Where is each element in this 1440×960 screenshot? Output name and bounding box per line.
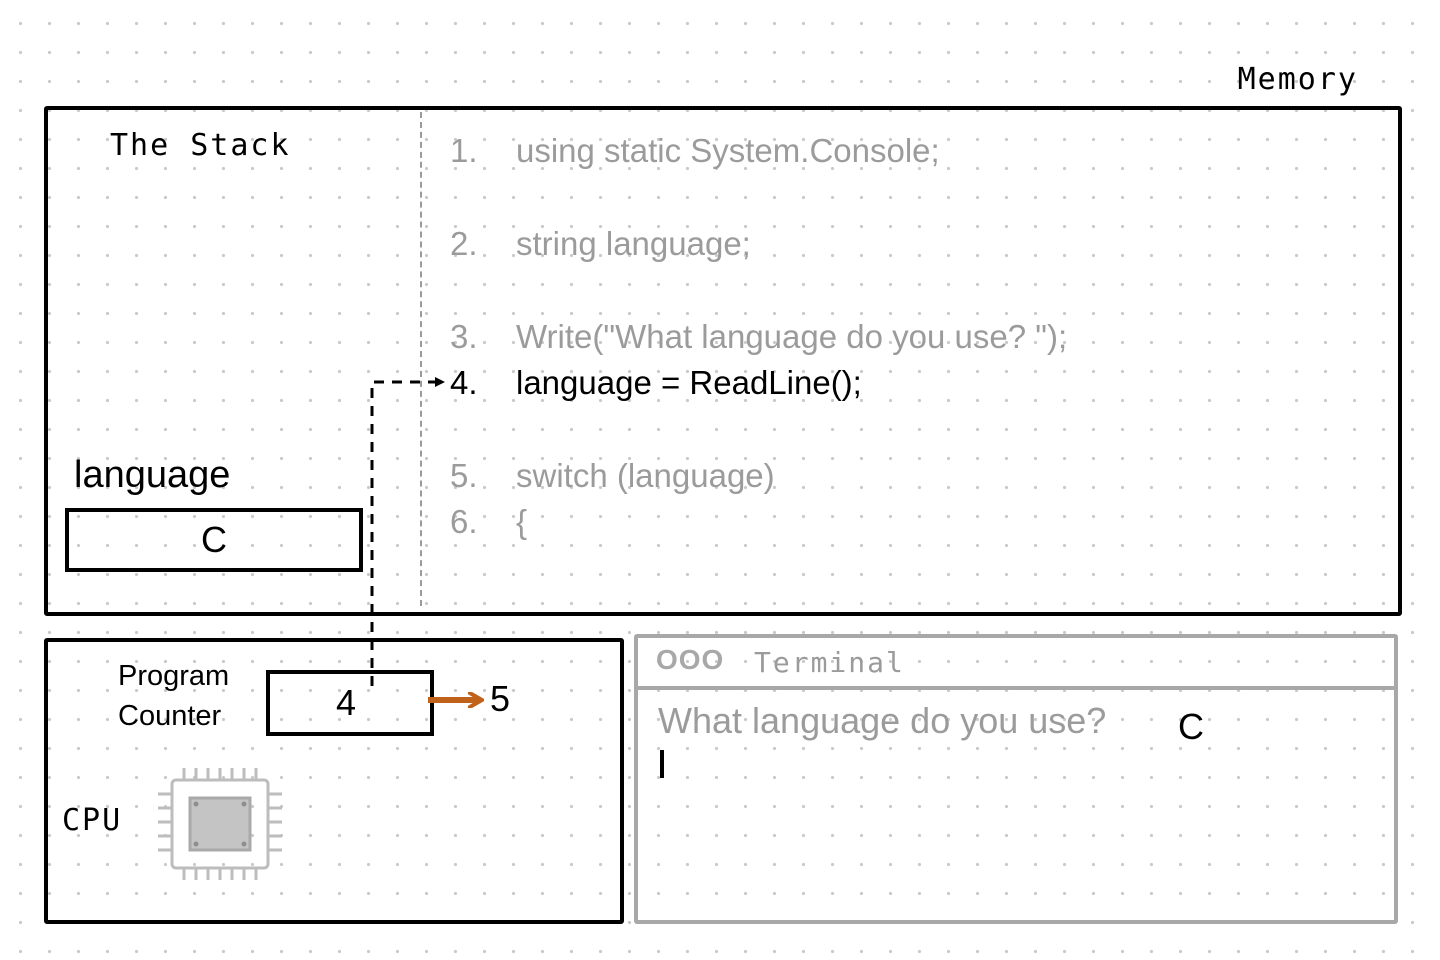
- terminal-titlebar: OOO Terminal: [638, 638, 1394, 690]
- terminal-window: OOO Terminal What language do you use? C: [634, 634, 1398, 924]
- terminal-title: Terminal: [754, 646, 905, 679]
- code-line-1: 1. using static System.Console;: [450, 132, 940, 170]
- cpu-panel: [44, 638, 624, 924]
- program-counter-next-value: 5: [490, 678, 511, 719]
- code-line-number: 5.: [450, 457, 478, 494]
- terminal-cursor: [660, 750, 664, 778]
- code-line-number: 2.: [450, 225, 478, 262]
- variable-name: language: [74, 454, 231, 496]
- memory-label: Memory: [1237, 62, 1358, 97]
- code-line-number: 3.: [450, 318, 478, 355]
- terminal-prompt: What language do you use?: [658, 700, 1107, 741]
- variable-slot: C: [65, 508, 363, 572]
- code-line-number: 6.: [450, 503, 478, 540]
- stack-label: The Stack: [110, 128, 291, 163]
- code-line-3: 3. Write("What language do you use? ");: [450, 318, 1067, 356]
- code-line-5: 5. switch (language): [450, 457, 775, 495]
- code-line-number: 4.: [450, 364, 478, 401]
- program-counter-label-line1: Program: [118, 660, 230, 692]
- variable-value: C: [201, 519, 227, 560]
- code-line-text: {: [516, 503, 528, 540]
- code-line-number: 1.: [450, 132, 478, 169]
- program-counter-value: 4: [335, 682, 357, 723]
- code-line-text: Write("What language do you use? ");: [516, 318, 1068, 355]
- code-line-text: string language;: [516, 225, 751, 262]
- code-line-6: 6. {: [450, 503, 527, 541]
- cpu-chip-icon: [158, 768, 282, 880]
- memory-panel: [44, 106, 1402, 616]
- program-counter-label-line2: Counter: [118, 700, 222, 732]
- window-controls-icon: OOO: [656, 644, 725, 675]
- code-line-text: switch (language): [516, 457, 775, 494]
- code-line-2: 2. string language;: [450, 225, 751, 263]
- program-counter-label: Program Counter: [118, 656, 229, 736]
- code-line-text: using static System.Console;: [516, 132, 940, 169]
- cpu-label: CPU: [62, 803, 123, 838]
- code-line-text: language = ReadLine();: [516, 364, 862, 401]
- stack-divider: [420, 112, 422, 606]
- terminal-user-input: C: [1178, 706, 1204, 747]
- program-counter-pointer-arrow: [370, 377, 445, 686]
- code-line-4-current: 4. language = ReadLine();: [450, 364, 862, 402]
